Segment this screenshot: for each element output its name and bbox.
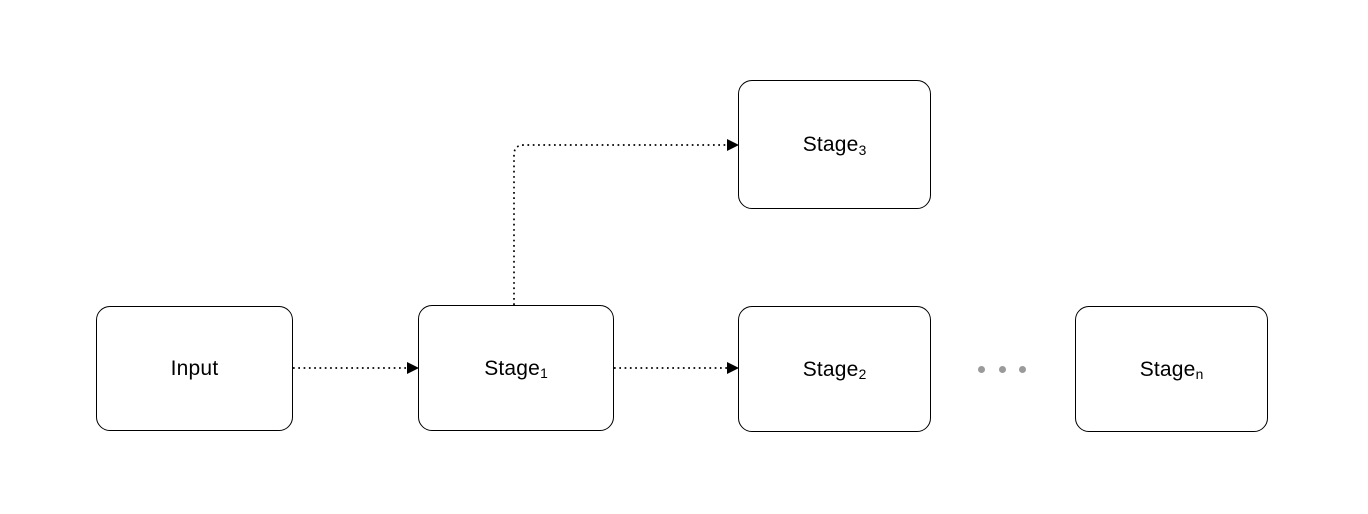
node-stage1[interactable]: Stage1: [418, 305, 614, 431]
node-stage2-subscript: 2: [858, 366, 867, 383]
ellipsis-dot: [1019, 365, 1026, 373]
node-stage2[interactable]: Stage2: [738, 306, 931, 432]
node-input[interactable]: Input: [96, 306, 293, 431]
node-stagen[interactable]: Stagen: [1075, 306, 1268, 432]
node-stagen-label: Stagen: [1139, 357, 1204, 383]
node-stage2-label: Stage2: [802, 357, 867, 383]
edge-stage1-to-stage3: [513, 139, 739, 305]
edge-input-to-stage1: [293, 362, 419, 374]
ellipsis-dot: [998, 365, 1006, 373]
ellipsis-indicator: [978, 363, 1026, 375]
node-stage3-label: Stage3: [802, 133, 867, 158]
ellipsis-dot: [978, 365, 985, 373]
edge-stage1-to-stage3-line: [513, 144, 727, 305]
node-stage1-label: Stage1: [484, 356, 548, 382]
node-stage3[interactable]: Stage3: [738, 80, 931, 209]
node-stagen-subscript: n: [1195, 366, 1204, 383]
node-input-label: Input: [170, 357, 219, 380]
edge-stage1-to-stage2: [614, 362, 739, 374]
node-stage3-subscript: 3: [858, 141, 867, 158]
node-stage1-subscript: 1: [540, 365, 548, 382]
